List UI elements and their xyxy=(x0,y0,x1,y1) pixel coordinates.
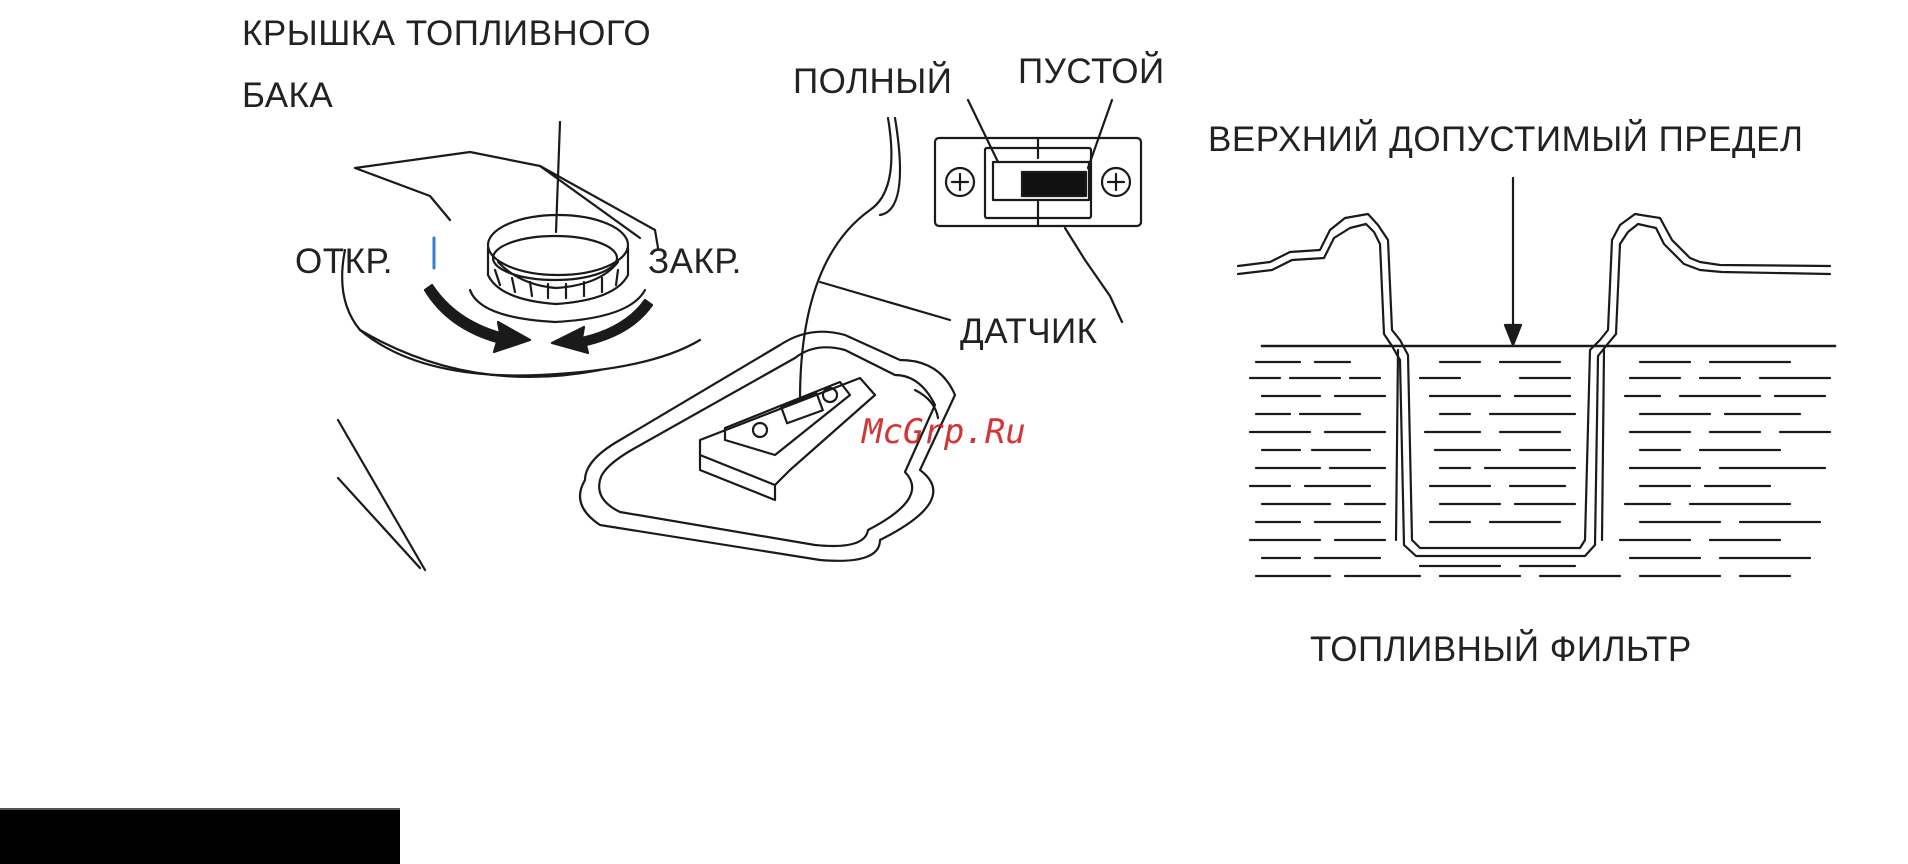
fuel-filter-label: ТОПЛИВНЫЙ ФИЛЬТР xyxy=(1310,630,1692,670)
watermark: McGrp.Ru xyxy=(862,412,1026,452)
fuel-hatching xyxy=(1250,362,1830,576)
tank-outline xyxy=(338,152,700,570)
full-label: ПОЛНЫЙ xyxy=(793,62,952,102)
upper-limit-label: ВЕРХНИЙ ДОПУСТИМЫЙ ПРЕДЕЛ xyxy=(1208,120,1803,160)
empty-label: ПУСТОЙ xyxy=(1018,52,1165,92)
black-bar xyxy=(0,808,400,864)
open-label: ОТКР. xyxy=(295,242,393,282)
fuel-cap-label-line2: БАКА xyxy=(242,76,333,116)
fuel-gauge-icon xyxy=(935,100,1141,322)
close-label: ЗАКР. xyxy=(648,242,742,282)
sensor-label: ДАТЧИК xyxy=(960,312,1098,352)
fuel-cap-label-line1: КРЫШКА ТОПЛИВНОГО xyxy=(242,14,651,54)
rotate-arrow-icon xyxy=(425,285,652,353)
